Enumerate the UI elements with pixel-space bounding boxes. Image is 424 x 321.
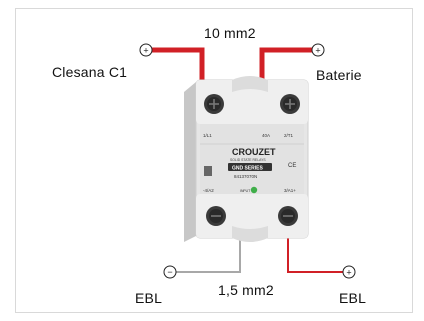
wire-baterie-positive <box>259 47 312 88</box>
solid-state-relay <box>184 76 309 242</box>
wire-clesana-positive <box>150 47 205 88</box>
screw-top-right <box>280 94 300 114</box>
relay-series: GND SERIES <box>232 166 264 172</box>
status-led <box>250 186 258 194</box>
screw-bottom-right <box>278 206 298 226</box>
label-bottom-wire-size: 1,5 mm2 <box>218 282 274 298</box>
svg-text:+: + <box>315 46 320 56</box>
relay-terminal-top-right: 2/T1 <box>284 133 294 138</box>
label-clesana: Clesana C1 <box>52 64 128 80</box>
plus-icon-top-left: + <box>139 43 153 57</box>
svg-text:+: + <box>346 268 351 278</box>
relay-terminal-bottom-right: 3/A1+ <box>284 188 296 193</box>
relay-terminal-bottom-left: -4/A2 <box>203 188 214 193</box>
wire-ebl-positive <box>287 234 343 273</box>
svg-text:+: + <box>143 46 148 56</box>
relay-terminal-top-left: 1/L1 <box>203 133 212 138</box>
wire-ebl-negative <box>176 234 241 273</box>
relay-ce-mark: CE <box>288 163 296 169</box>
relay-input-text: INPUT <box>240 189 250 193</box>
relay-brand: CROUZET <box>232 147 276 157</box>
svg-text:−: − <box>167 267 172 277</box>
label-top-wire-size: 10 mm2 <box>204 25 256 41</box>
label-baterie: Baterie <box>316 67 362 83</box>
label-ebl-right: EBL <box>339 290 367 306</box>
screw-bottom-left <box>206 206 226 226</box>
relay-series-badge <box>228 163 272 171</box>
relay-part-number: 84137070N <box>234 174 257 179</box>
plus-icon-bottom-right: + <box>342 265 356 279</box>
minus-icon-bottom-left: − <box>163 265 177 279</box>
plus-icon-top-right: + <box>311 43 325 57</box>
screw-top-left <box>204 94 224 114</box>
label-ebl-left: EBL <box>135 290 163 306</box>
relay-subtitle: SOLID STATE RELAYS <box>230 158 266 162</box>
relay-rating: 40A <box>262 133 270 138</box>
